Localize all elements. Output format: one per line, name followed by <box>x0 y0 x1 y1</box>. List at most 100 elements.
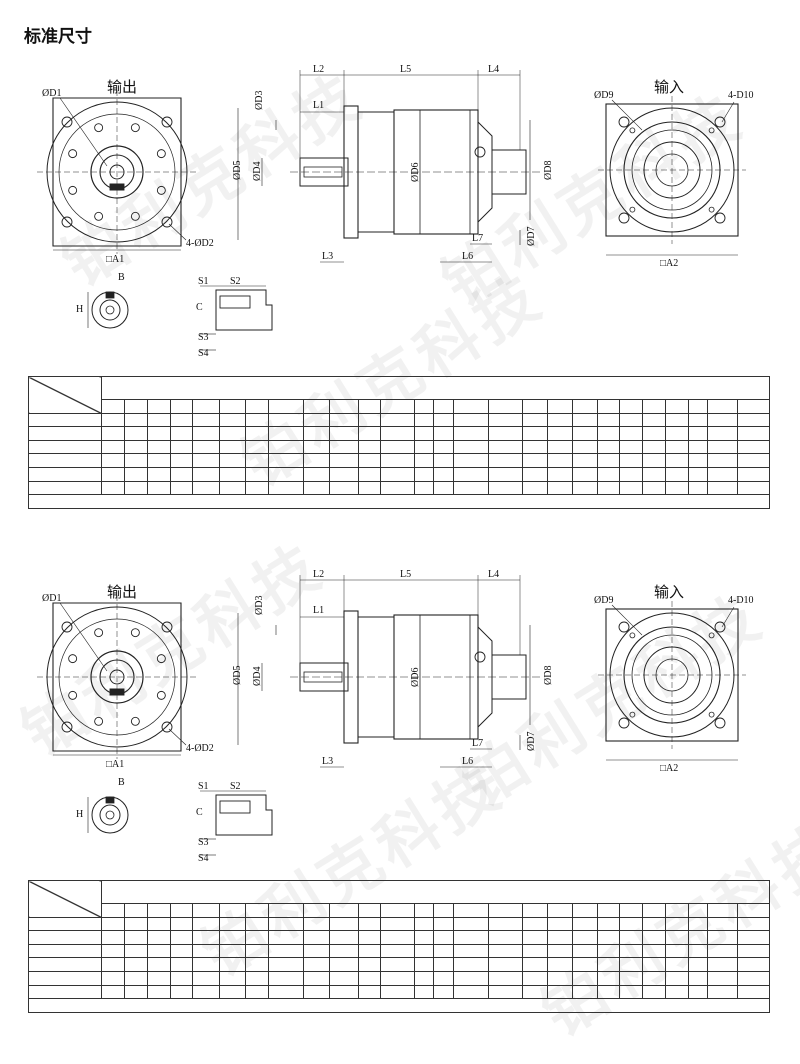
table-cell <box>572 930 599 945</box>
table-cell <box>101 984 125 1000</box>
table-cell <box>597 412 621 428</box>
table-cell <box>244 984 269 1000</box>
table-cell <box>707 412 738 428</box>
table-cell <box>27 930 103 945</box>
table-cell <box>641 916 666 932</box>
table-cell <box>664 466 689 482</box>
table-cell <box>169 943 194 959</box>
table-cell <box>123 426 148 441</box>
table-cell <box>687 943 709 959</box>
table-cell <box>641 426 666 441</box>
table-cell <box>522 930 549 945</box>
table-cell <box>192 439 220 455</box>
output-bolt-hole <box>156 185 166 195</box>
label-l3: L3 <box>322 756 333 767</box>
label-l1: L1 <box>313 605 324 616</box>
input-mounting-hole <box>714 116 726 128</box>
label-d9: ØD9 <box>594 595 613 606</box>
table-cell <box>267 453 305 468</box>
label-h: H <box>76 304 83 315</box>
table-cell <box>329 957 359 972</box>
table-row <box>27 439 771 455</box>
table-cell <box>413 943 435 959</box>
table-cell <box>707 439 738 455</box>
label-a1: □A1 <box>106 759 124 770</box>
table-cell <box>267 480 305 496</box>
table-cell <box>452 916 489 932</box>
table-cell <box>687 439 709 455</box>
table-cell <box>357 412 381 428</box>
table-cell <box>329 943 359 959</box>
table-cell <box>123 916 148 932</box>
table-cell <box>169 930 194 945</box>
label-a2: □A2 <box>660 258 678 269</box>
table-cell <box>619 984 643 1000</box>
table-cell <box>707 970 738 986</box>
table-cell <box>357 984 381 1000</box>
table-cell <box>379 480 415 496</box>
label-d2: 4-ØD2 <box>186 743 214 754</box>
column-header <box>303 399 331 414</box>
table-cell <box>379 957 415 972</box>
table-cell <box>303 957 331 972</box>
table-cell <box>329 480 359 496</box>
table-cell <box>267 412 305 428</box>
table-cell <box>664 453 689 468</box>
table-cell <box>123 412 148 428</box>
column-header <box>619 399 643 414</box>
column-header <box>357 903 381 918</box>
table-row <box>27 957 771 972</box>
table-cell <box>547 412 574 428</box>
table-cell <box>597 970 621 986</box>
table-cell <box>572 453 599 468</box>
table-footer <box>28 998 770 1013</box>
label-d2: 4-ØD2 <box>186 238 214 249</box>
label-d5: ØD5 <box>232 666 243 685</box>
table-cell <box>101 466 125 482</box>
table-cell <box>641 970 666 986</box>
series-header <box>101 880 770 904</box>
label-c: C <box>196 807 203 818</box>
column-header <box>433 399 454 414</box>
table-cell <box>707 984 738 1000</box>
table-cell <box>244 957 269 972</box>
shaft-end-key <box>105 291 115 299</box>
table-cell <box>707 943 738 959</box>
table-cell <box>707 916 738 932</box>
label-a2: □A2 <box>660 763 678 774</box>
table-cell <box>687 412 709 428</box>
table-cell <box>433 984 454 1000</box>
table-cell <box>487 439 524 455</box>
input-mounting-hole <box>714 621 726 633</box>
column-header <box>572 903 599 918</box>
table-cell <box>169 916 194 932</box>
label-d8: ØD8 <box>543 161 554 180</box>
label-b: B <box>118 777 125 788</box>
table-cell <box>244 943 269 959</box>
table-cell <box>452 480 489 496</box>
table-cell <box>619 957 643 972</box>
table-row <box>27 480 771 496</box>
output-bolt-hole <box>156 690 166 700</box>
table-row <box>27 943 771 959</box>
table-cell <box>303 970 331 986</box>
table-cell <box>736 453 771 468</box>
column-header <box>736 903 771 918</box>
table-row <box>27 984 771 1000</box>
output-bolt-hole <box>68 690 78 700</box>
table-cell <box>597 930 621 945</box>
table-cell <box>101 480 125 496</box>
column-header <box>329 903 359 918</box>
input-small-hole <box>629 711 636 718</box>
table-cell <box>664 930 689 945</box>
table-cell <box>597 439 621 455</box>
table-cell <box>641 412 666 428</box>
table-cell <box>547 943 574 959</box>
column-header <box>169 903 194 918</box>
table-cell <box>329 439 359 455</box>
table-row <box>27 466 771 482</box>
column-header <box>597 399 621 414</box>
table-cell <box>433 426 454 441</box>
table-cell <box>487 984 524 1000</box>
